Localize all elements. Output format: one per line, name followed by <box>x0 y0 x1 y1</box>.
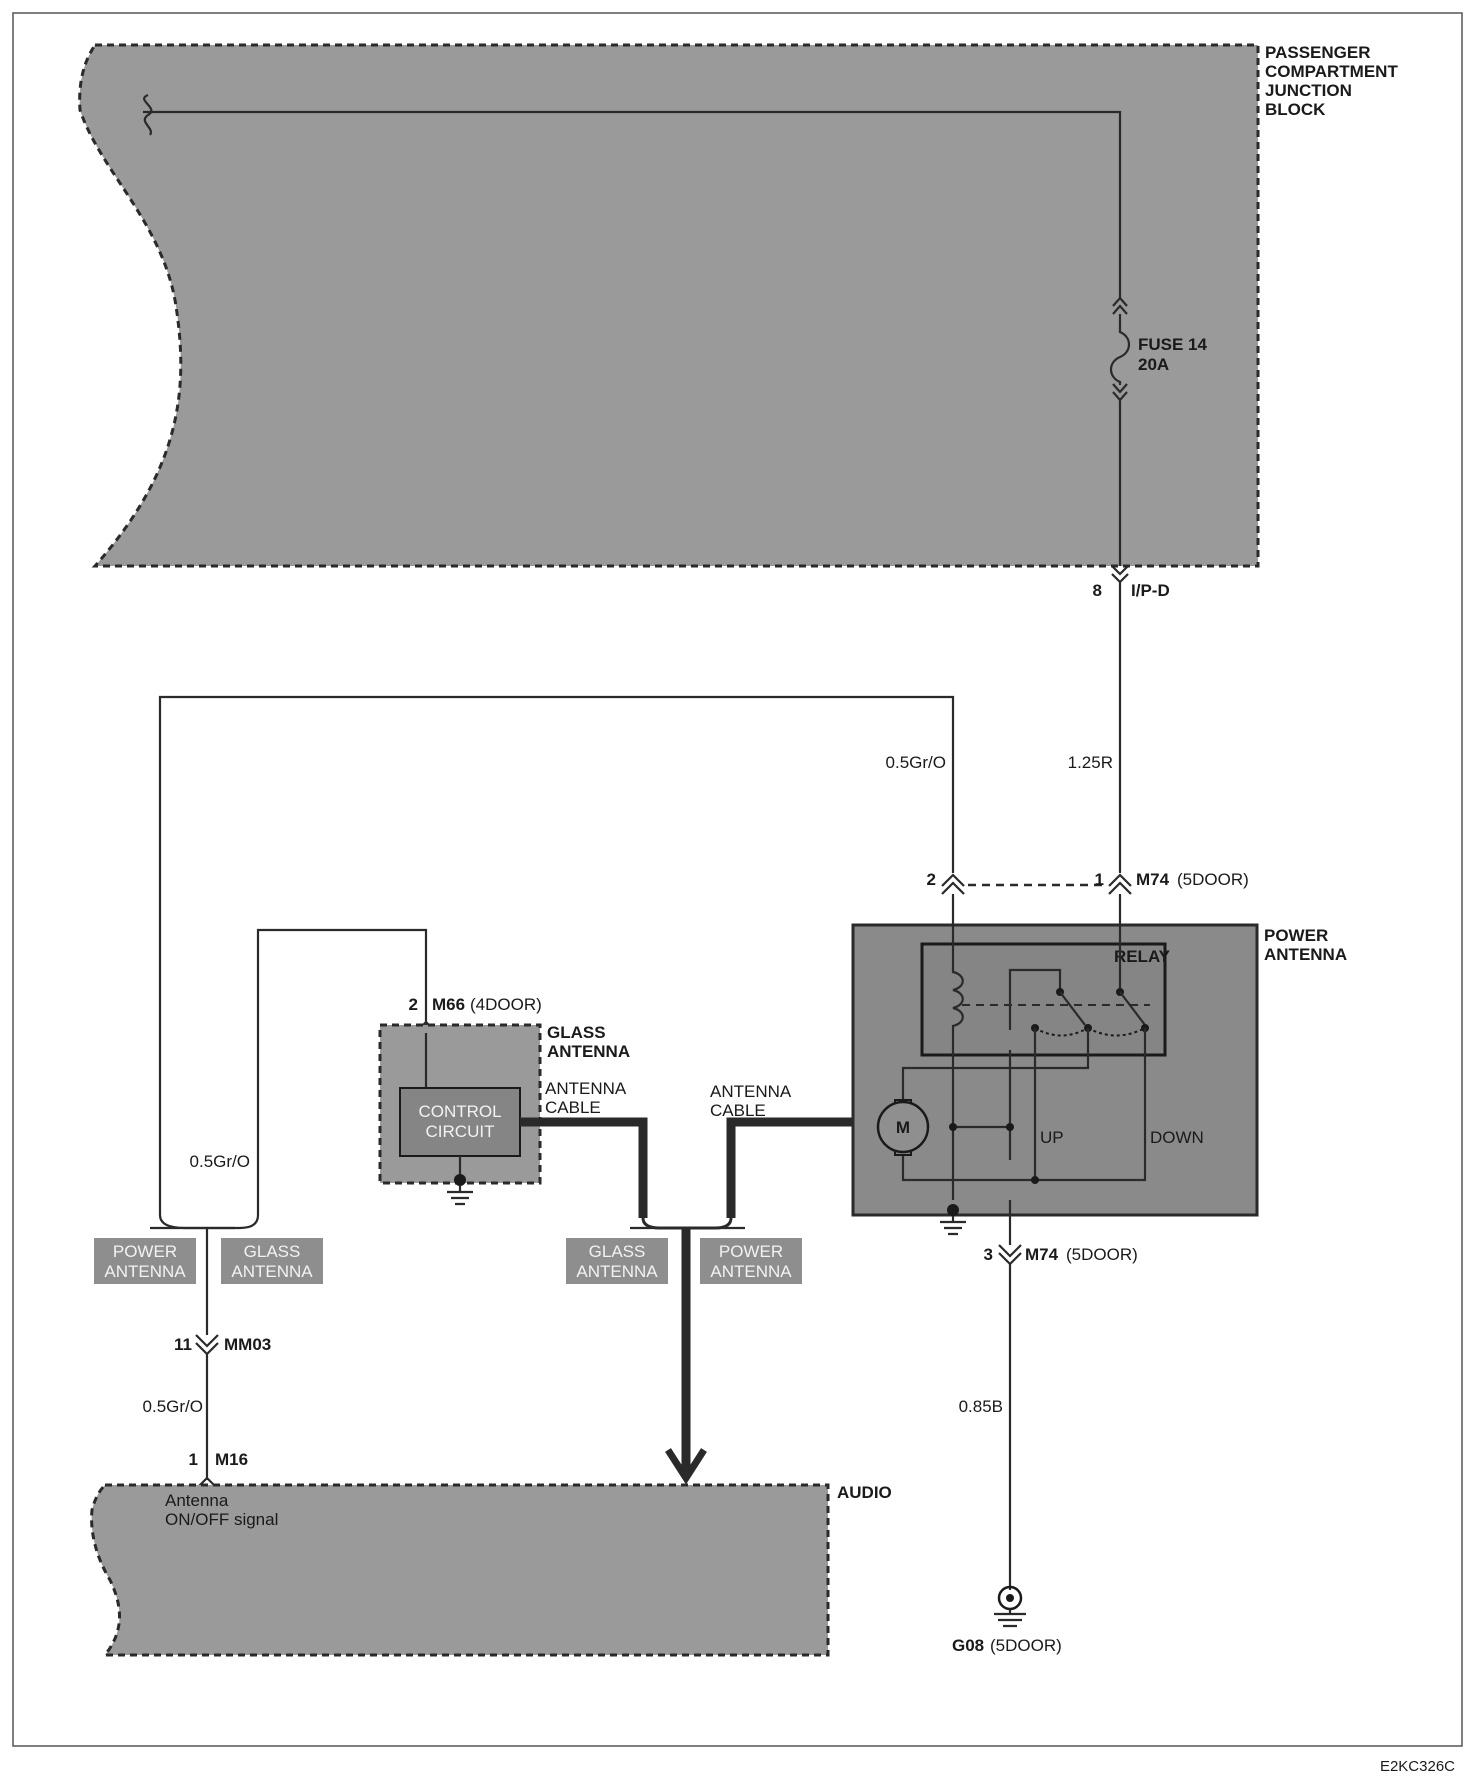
power-antenna-label-1: POWER <box>1264 926 1328 945</box>
glass-antenna-label-2: ANTENNA <box>547 1042 630 1061</box>
m74-wires-into-relay <box>951 894 1122 925</box>
wire-break-symbol <box>143 93 153 136</box>
relay-internals <box>951 925 1150 1200</box>
glass-antenna-ground-icon <box>447 1156 473 1206</box>
mm03-connector <box>195 1334 219 1356</box>
antenna-signal-label-1: Antenna <box>165 1491 229 1510</box>
m16-name: M16 <box>215 1450 248 1469</box>
svg-text:GLASS: GLASS <box>244 1242 301 1261</box>
svg-text:ANTENNA: ANTENNA <box>231 1262 313 1281</box>
svg-text:ANTENNA: ANTENNA <box>710 1262 792 1281</box>
page-frame <box>12 12 1463 1747</box>
down-label: DOWN <box>1150 1128 1204 1147</box>
mm03-pin: 11 <box>174 1335 192 1354</box>
wire-125r-label: 1.25R <box>1068 753 1113 772</box>
motor-label: M <box>896 1118 910 1137</box>
fuse-14 <box>1109 296 1131 566</box>
option-glass-mid: GLASS ANTENNA <box>566 1238 668 1284</box>
m74-top-variant: (5DOOR) <box>1177 870 1249 889</box>
g08-ground-icon <box>994 1585 1026 1628</box>
audio-label: AUDIO <box>837 1483 892 1502</box>
antenna-cable-glass <box>520 1117 648 1218</box>
svg-text:POWER: POWER <box>113 1242 177 1261</box>
glass-antenna-label-1: GLASS <box>547 1023 606 1042</box>
control-circuit-label-2: CIRCUIT <box>426 1122 495 1141</box>
m74-pin2: 2 <box>927 870 936 889</box>
cable-left-label-2: CABLE <box>545 1098 601 1117</box>
m74-bottom-variant: (5DOOR) <box>1066 1245 1138 1264</box>
g08-variant: (5DOOR) <box>990 1636 1062 1655</box>
motor: M <box>876 1066 1039 1184</box>
cable-right-label-2: CABLE <box>710 1101 766 1120</box>
fuse-name: FUSE 14 <box>1138 335 1208 354</box>
ipd-connector <box>1111 565 1129 584</box>
g08-name: G08 <box>952 1636 984 1655</box>
power-antenna-ground-icon <box>940 1204 966 1236</box>
m66-name: M66 <box>432 995 465 1014</box>
cable-left-label-1: ANTENNA <box>545 1079 627 1098</box>
junction-block-label-2: COMPARTMENT <box>1265 62 1398 81</box>
m74-pin1: 1 <box>1095 870 1104 889</box>
control-circuit-label-1: CONTROL <box>418 1102 501 1121</box>
antenna-cable-power <box>726 1117 853 1218</box>
internal-wire <box>143 110 1122 300</box>
option-power-left: POWER ANTENNA <box>94 1238 196 1284</box>
m16-pin: 1 <box>189 1450 198 1469</box>
cable-right-label-1: ANTENNA <box>710 1082 792 1101</box>
audio-block <box>90 1483 830 1657</box>
m74-top-name: M74 <box>1136 870 1170 889</box>
ipd-pin: 8 <box>1093 581 1102 600</box>
svg-text:ANTENNA: ANTENNA <box>576 1262 658 1281</box>
wire-gr-o-bottom-label: 0.5Gr/O <box>143 1397 203 1416</box>
option-glass-left: GLASS ANTENNA <box>221 1238 323 1284</box>
junction-block-label-1: PASSENGER <box>1265 43 1371 62</box>
relay-label: RELAY <box>1114 947 1171 966</box>
svg-text:ANTENNA: ANTENNA <box>104 1262 186 1281</box>
option-power-mid: POWER ANTENNA <box>700 1238 802 1284</box>
m74-bottom-name: M74 <box>1025 1245 1059 1264</box>
wire-gr-o-top <box>158 695 955 1215</box>
m66-variant: (4DOOR) <box>470 995 542 1014</box>
left-branch <box>158 1214 260 1230</box>
junction-block-label-4: BLOCK <box>1265 100 1326 119</box>
mm03-name: MM03 <box>224 1335 271 1354</box>
figure-code: E2KC326C <box>1380 1758 1455 1775</box>
wire-gr-o-top-label: 0.5Gr/O <box>886 753 946 772</box>
m74-pin3-connector <box>998 1244 1022 1266</box>
junction-block-label-3: JUNCTION <box>1265 81 1352 100</box>
m74-pin3: 3 <box>984 1245 993 1264</box>
svg-text:GLASS: GLASS <box>589 1242 646 1261</box>
up-label: UP <box>1040 1128 1064 1147</box>
junction-block <box>78 43 1260 568</box>
power-antenna-label-2: ANTENNA <box>1264 945 1347 964</box>
svg-text:POWER: POWER <box>719 1242 783 1261</box>
cable-arrow <box>665 1448 707 1485</box>
m66-pin: 2 <box>409 995 418 1014</box>
wire-glass-antenna <box>256 928 428 1215</box>
fuse-rating: 20A <box>1138 355 1169 374</box>
ipd-name: I/P-D <box>1131 581 1170 600</box>
m74-pin1-connector <box>1108 873 1132 895</box>
wire-gr-o-left-label: 0.5Gr/O <box>190 1152 250 1171</box>
m74-pin2-connector <box>941 873 965 895</box>
wire-085b-label: 0.85B <box>959 1397 1003 1416</box>
mid-branch <box>641 1217 733 1230</box>
antenna-signal-label-2: ON/OFF signal <box>165 1510 278 1529</box>
